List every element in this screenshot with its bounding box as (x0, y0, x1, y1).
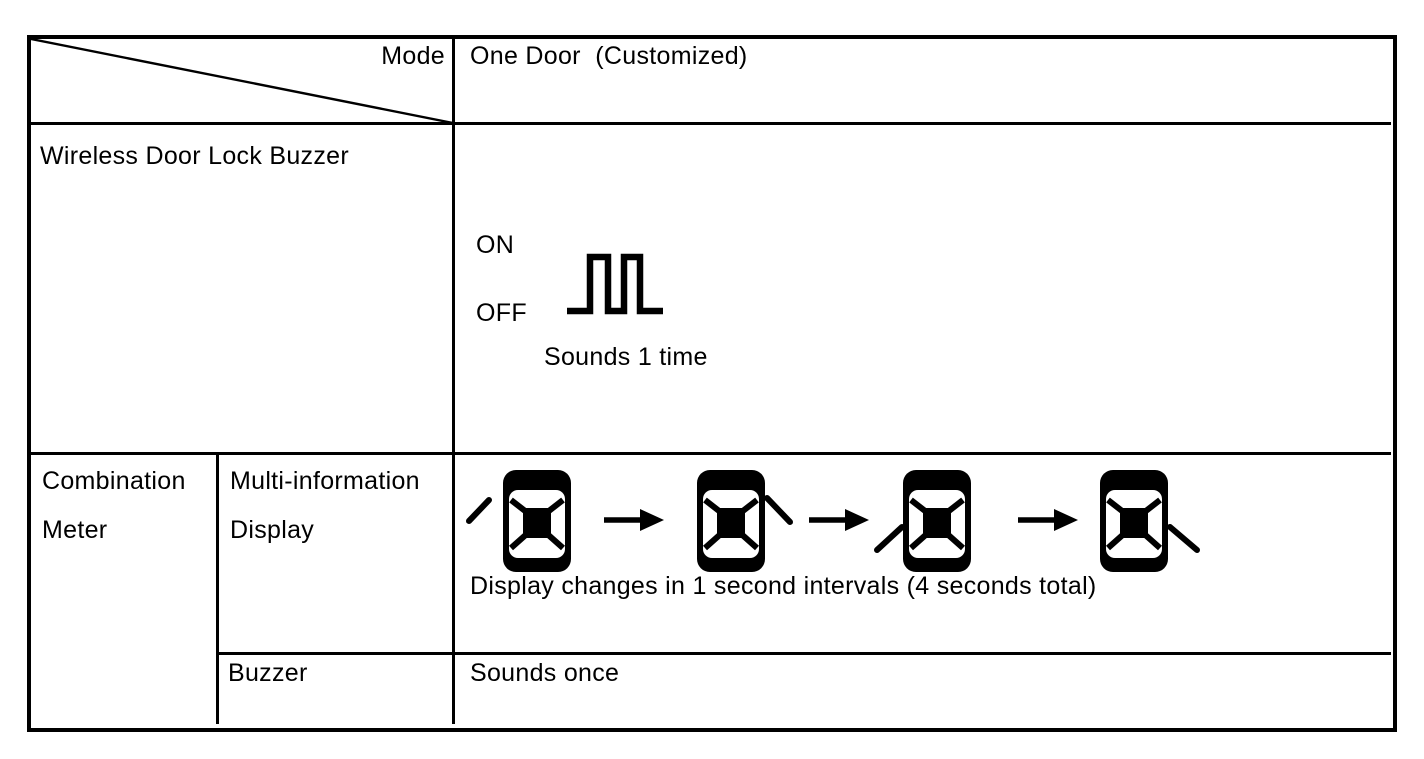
table-main-column-divider (452, 39, 455, 724)
mode-value-label: One Door (Customized) (470, 42, 748, 70)
car-front-left-door-open-icon (466, 470, 571, 572)
multi-information-display-label-line2: Display (230, 516, 315, 544)
table-header-divider (31, 122, 1391, 125)
table-row-divider (31, 452, 1391, 455)
multi-information-display-label-line1: Multi-information (230, 467, 420, 495)
combination-meter-label-line2: Meter (42, 516, 108, 544)
waveform-on-label: ON (476, 231, 515, 259)
display-sequence-caption: Display changes in 1 second intervals (4… (470, 572, 1097, 600)
car-front-right-door-open-icon (697, 470, 793, 572)
table-subrow-divider (217, 652, 1391, 655)
waveform-off-label: OFF (476, 299, 527, 327)
table-sub-column-divider (216, 455, 219, 724)
mode-header-label: Mode (381, 42, 445, 70)
wireless-door-lock-buzzer-label: Wireless Door Lock Buzzer (40, 142, 349, 170)
arrow-right-icon (1018, 509, 1078, 531)
arrow-right-icon (809, 509, 869, 531)
waveform-caption: Sounds 1 time (544, 343, 708, 371)
buzzer-label: Buzzer (228, 659, 308, 687)
buzzer-pulse-waveform-icon (567, 253, 663, 315)
table-outer-border (27, 35, 1397, 732)
combination-meter-label-line1: Combination (42, 467, 186, 495)
arrow-right-icon (604, 509, 664, 531)
header-diagonal-divider (30, 38, 454, 124)
car-rear-right-door-open-icon (1100, 470, 1200, 572)
car-rear-left-door-open-icon (874, 470, 971, 572)
buzzer-value: Sounds once (470, 659, 620, 687)
door-open-sequence-diagram (466, 456, 1200, 606)
